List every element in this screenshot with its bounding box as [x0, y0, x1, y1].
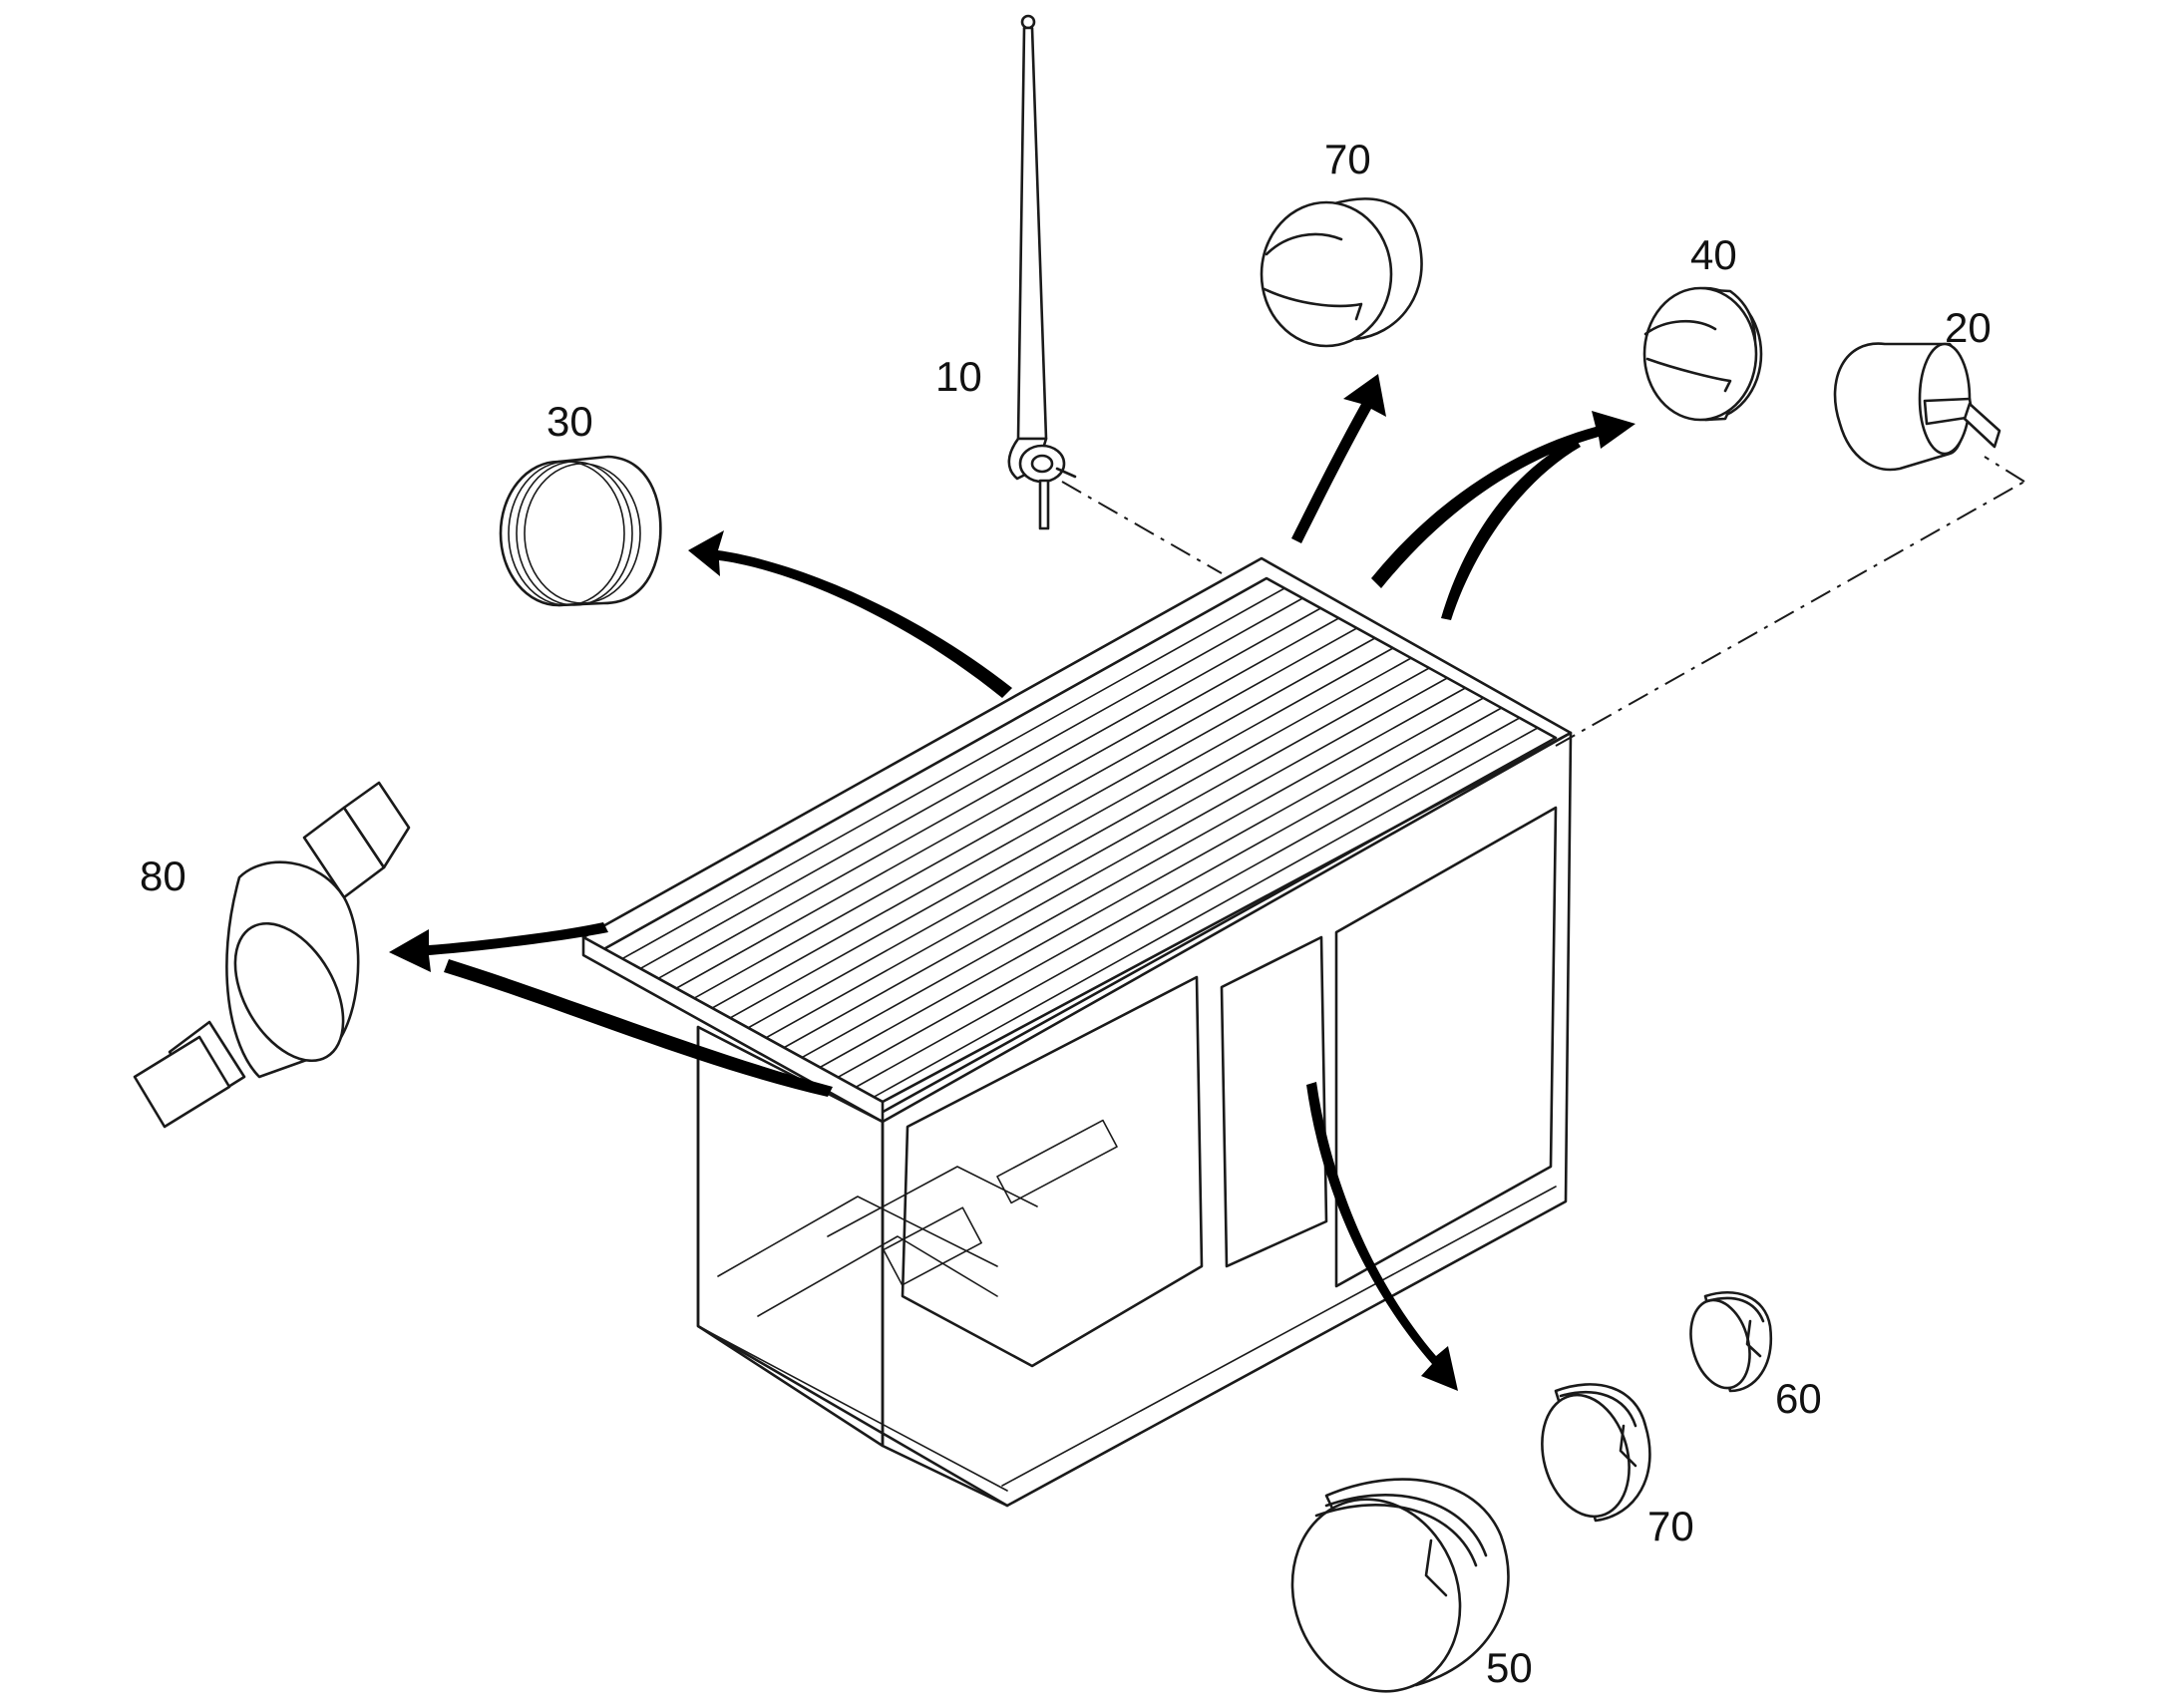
label-40: 40 — [1690, 231, 1737, 278]
label-70-top: 70 — [1324, 136, 1371, 182]
cab-frame — [581, 556, 1573, 1508]
explode-arrows — [389, 374, 1635, 1391]
roof-grid — [581, 556, 1573, 1124]
plug-40-part: 40 — [1642, 231, 1763, 422]
roof-slat — [772, 677, 1449, 1055]
arrow-to-40 — [1371, 411, 1635, 620]
shaft-plug-icon — [1833, 342, 2001, 472]
plug-30-part: 30 — [499, 398, 662, 607]
label-30: 30 — [546, 398, 593, 445]
roof-slat — [789, 687, 1467, 1065]
round-plug-icon — [1260, 197, 1423, 348]
roof-slat — [754, 667, 1430, 1045]
roof-slat — [684, 627, 1358, 1004]
alignment-lines — [1061, 456, 2025, 747]
shaft-plug-part: 20 — [1833, 304, 2001, 472]
round-plug-icon — [1290, 1478, 1510, 1693]
label-20: 20 — [1945, 304, 1992, 351]
label-50: 50 — [1486, 1644, 1533, 1691]
roof-slat — [614, 587, 1285, 963]
roof-slat — [632, 597, 1304, 974]
roof-slat — [824, 707, 1503, 1086]
cab-body — [696, 731, 1573, 1508]
roof-slat — [807, 697, 1485, 1076]
round-plug-icon — [499, 455, 662, 607]
label-60: 60 — [1775, 1375, 1822, 1422]
label-70-bottom: 70 — [1647, 1503, 1694, 1549]
roof-slat — [702, 637, 1376, 1014]
roof-slat — [719, 647, 1394, 1025]
roof-slat — [667, 617, 1340, 994]
label-10: 10 — [935, 353, 982, 400]
roof-slat — [649, 607, 1322, 984]
arrow-to-70-top — [1291, 374, 1386, 543]
roof-slat — [842, 717, 1521, 1096]
antenna-icon — [1007, 14, 1077, 530]
round-plug-icon — [1642, 286, 1763, 422]
roof-slat — [859, 727, 1539, 1106]
plug-70-bottom-part: 70 — [1541, 1383, 1694, 1549]
damper-80-part: 80 — [133, 781, 411, 1129]
arrow-to-50 — [1306, 1082, 1458, 1391]
antenna-part: 10 — [935, 14, 1077, 530]
label-80: 80 — [140, 853, 186, 899]
plug-50-part: 50 — [1290, 1478, 1533, 1693]
round-plug-icon — [1689, 1291, 1773, 1393]
roof-slat — [737, 657, 1412, 1035]
round-plug-icon — [1541, 1383, 1651, 1523]
plug-60-part: 60 — [1689, 1291, 1822, 1422]
cylinder-damper-icon — [133, 781, 411, 1129]
arrow-to-30 — [688, 530, 1012, 698]
arrow-to-80 — [389, 922, 833, 1097]
plug-70-top-part: 70 — [1260, 136, 1423, 348]
